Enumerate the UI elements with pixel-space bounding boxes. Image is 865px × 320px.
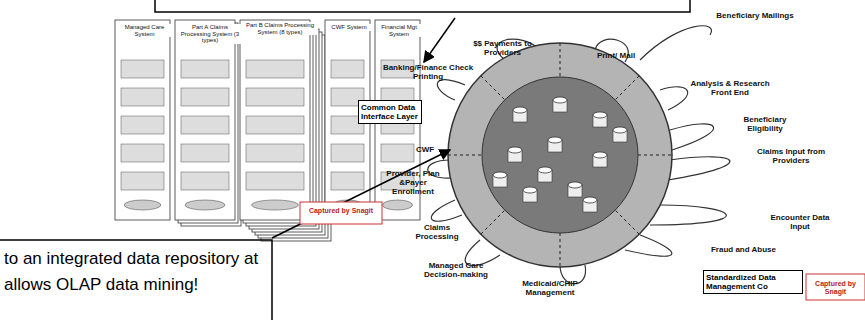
watermark-badge bbox=[806, 274, 865, 300]
ring-label: Claims Input from Providers bbox=[752, 148, 830, 166]
management-box: Standardized Data Management Co bbox=[703, 270, 803, 294]
callout-box bbox=[155, 0, 690, 12]
leader-arrow bbox=[424, 18, 455, 62]
node-text: Common Data Interface Layer bbox=[361, 103, 419, 121]
ring-label: Medicaid/CHIP Management bbox=[510, 280, 590, 298]
ring-label: $$ Payments to Providers bbox=[455, 40, 550, 58]
ring-label: Claims Processing bbox=[412, 224, 462, 242]
system-title: Financial Mgt System bbox=[376, 24, 422, 37]
system-title: Part A Claims Processing System (3 types… bbox=[177, 24, 243, 44]
ring-label: CWF bbox=[410, 146, 440, 155]
node-text: Standardized Data Management Co bbox=[706, 273, 800, 291]
ring-label: Beneficiary Mailings bbox=[705, 12, 805, 21]
ring-label: Managed Care Decision-making bbox=[420, 262, 492, 280]
system-title: CWF System bbox=[326, 24, 372, 31]
watermark-badge bbox=[300, 202, 382, 224]
watermark: Captured by Snagit bbox=[808, 280, 863, 295]
watermark: Captured by Snagit bbox=[302, 207, 380, 215]
ring-label: Analysis & Research Front End bbox=[680, 80, 780, 98]
ring-label: Fraud and Abuse bbox=[706, 246, 781, 255]
ring-label: Encounter Data Input bbox=[765, 214, 835, 232]
interface-box: Common Data Interface Layer bbox=[358, 100, 422, 124]
node-text: to an integrated data repository at allo… bbox=[4, 246, 272, 299]
ring-label: Print/ Mail bbox=[596, 52, 636, 61]
ring-label: Banking/Finance Check Printing bbox=[378, 64, 478, 82]
leader-arrow bbox=[272, 150, 450, 238]
ring-label: Beneficiary Eligibility bbox=[730, 116, 800, 134]
callout-border bbox=[0, 240, 272, 320]
system-title: Managed Care System bbox=[117, 24, 172, 37]
system-title: Part B Claims Processing System (8 types… bbox=[242, 22, 318, 35]
system-stacks bbox=[115, 20, 420, 241]
callout-text: to an integrated data repository at allo… bbox=[2, 244, 274, 301]
ring-label: Provider, Plan &Payer Enrollment bbox=[380, 170, 446, 196]
